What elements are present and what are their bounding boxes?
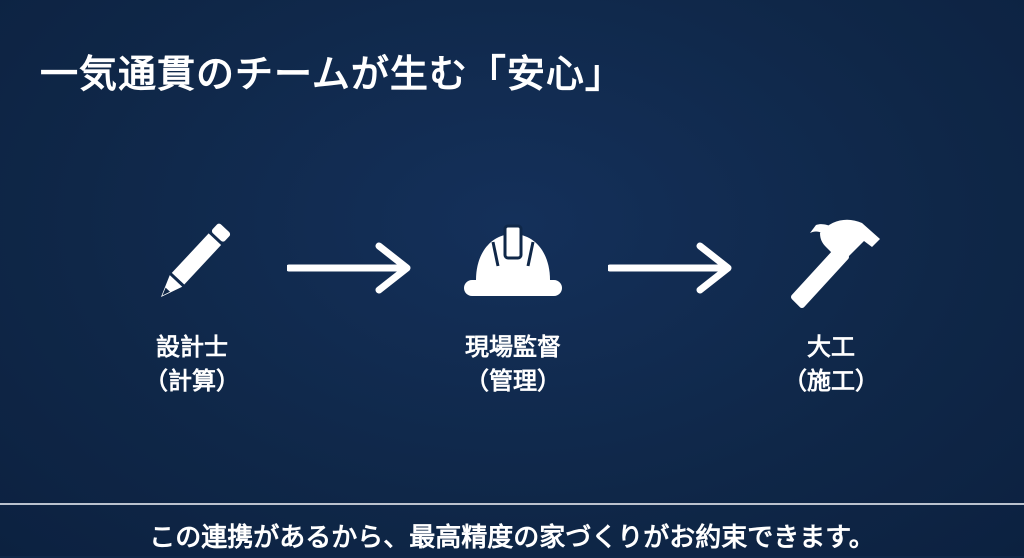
role-name: 設計士	[156, 333, 228, 361]
role-site-supervisor: 現場監督 （管理）	[413, 330, 613, 398]
divider	[0, 503, 1024, 505]
role-designer: 設計士 （計算）	[92, 330, 292, 398]
right-arrow-icon	[608, 242, 732, 294]
role-name: 現場監督	[465, 333, 561, 361]
role-function: （管理）	[465, 367, 561, 395]
role-name: 大工	[807, 333, 855, 361]
role-carpenter: 大工 （施工）	[731, 330, 931, 398]
role-function: （施工）	[783, 367, 879, 395]
pencil-icon	[160, 223, 231, 297]
hammer-icon	[791, 219, 880, 308]
right-arrow-icon	[287, 242, 411, 294]
hard-hat-icon	[464, 224, 562, 296]
footer-text: この連携があるから、最高精度の家づくりがお約束できます。	[149, 523, 875, 553]
role-function: （計算）	[144, 367, 240, 395]
slide-title: 一気通貫のチームが生む「安心」	[40, 52, 624, 96]
